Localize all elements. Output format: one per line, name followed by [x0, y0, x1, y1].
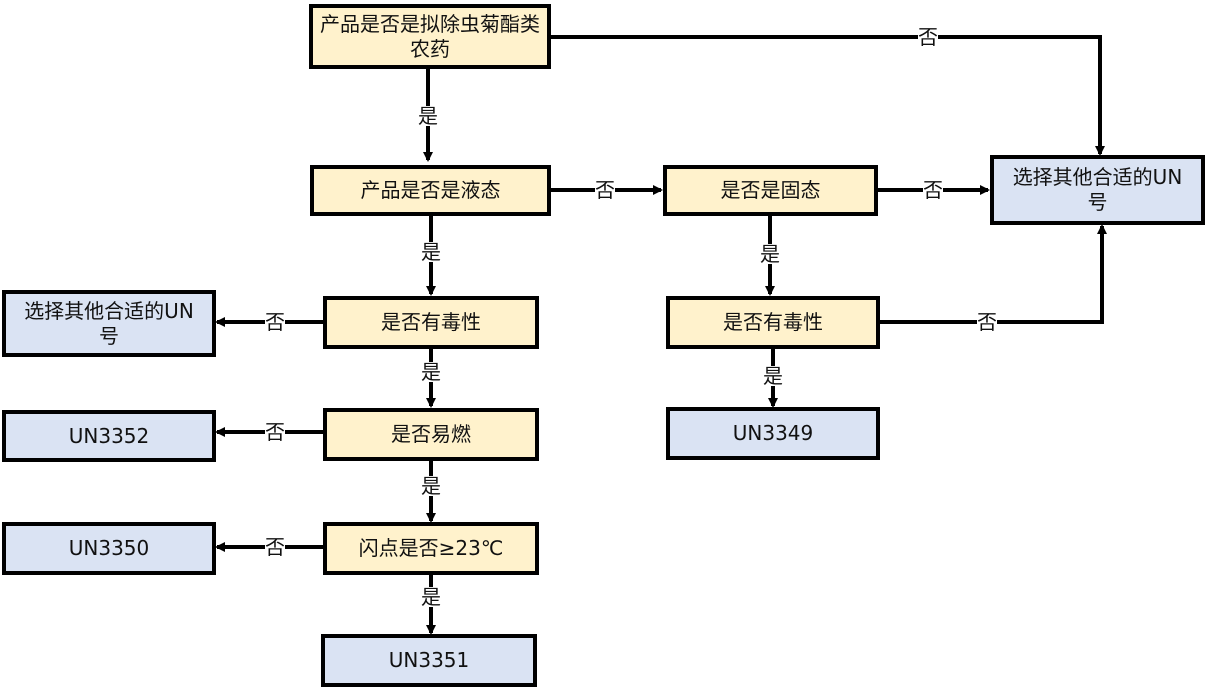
result-un3350-text: UN3350: [68, 536, 150, 560]
label-flammable-no: 否: [265, 420, 285, 444]
label-toxic-right-no: 否: [977, 310, 997, 334]
result-un3352: UN3352: [2, 410, 216, 462]
decision-pyrethroid: 产品是否是拟除虫菊酯类农药: [309, 4, 551, 69]
label-flammable-yes: 是: [421, 474, 441, 498]
label-liquid-yes: 是: [421, 240, 441, 264]
decision-liquid-text: 产品是否是液态: [360, 178, 501, 202]
label-toxic-left-yes: 是: [421, 360, 441, 384]
decision-pyrethroid-text: 产品是否是拟除虫菊酯类农药: [320, 11, 540, 61]
label-flashpoint-yes: 是: [421, 585, 441, 609]
edge-toxic-right-no: [880, 224, 1107, 324]
label-pyrethroid-no: 否: [918, 25, 938, 49]
result-other-un-right: 选择其他合适的UN号: [990, 155, 1205, 225]
label-toxic-left-no: 否: [265, 310, 285, 334]
label-toxic-right-yes: 是: [763, 364, 783, 388]
label-liquid-no: 否: [595, 178, 615, 202]
label-pyrethroid-yes: 是: [418, 104, 438, 128]
result-un3349-text: UN3349: [732, 421, 814, 445]
result-other-un-left: 选择其他合适的UN号: [2, 290, 216, 357]
decision-solid-text: 是否是固态: [720, 178, 821, 202]
decision-toxic-right: 是否有毒性: [666, 296, 880, 349]
decision-solid: 是否是固态: [663, 165, 878, 216]
decision-flashpoint-text: 闪点是否≥23℃: [358, 536, 504, 560]
label-solid-yes: 是: [760, 242, 780, 266]
decision-flammable: 是否易燃: [323, 408, 539, 461]
result-un3352-text: UN3352: [68, 423, 150, 448]
result-other-un-right-text: 选择其他合适的UN号: [1012, 165, 1183, 214]
decision-toxic-left: 是否有毒性: [323, 296, 539, 349]
result-un3351-text: UN3351: [388, 648, 470, 672]
edge-pyrethroid-no: [551, 35, 1105, 156]
decision-flashpoint: 闪点是否≥23℃: [323, 522, 539, 575]
result-un3351: UN3351: [321, 634, 537, 687]
label-flashpoint-no: 否: [265, 535, 285, 559]
label-solid-no: 否: [923, 178, 943, 202]
result-un3350: UN3350: [2, 522, 216, 575]
decision-flammable-text: 是否易燃: [391, 422, 471, 446]
result-un3349: UN3349: [666, 407, 880, 460]
decision-liquid: 产品是否是液态: [310, 165, 551, 216]
decision-toxic-left-text: 是否有毒性: [381, 310, 481, 334]
decision-toxic-right-text: 是否有毒性: [723, 310, 823, 334]
result-other-un-left-text: 选择其他合适的UN号: [24, 298, 194, 348]
